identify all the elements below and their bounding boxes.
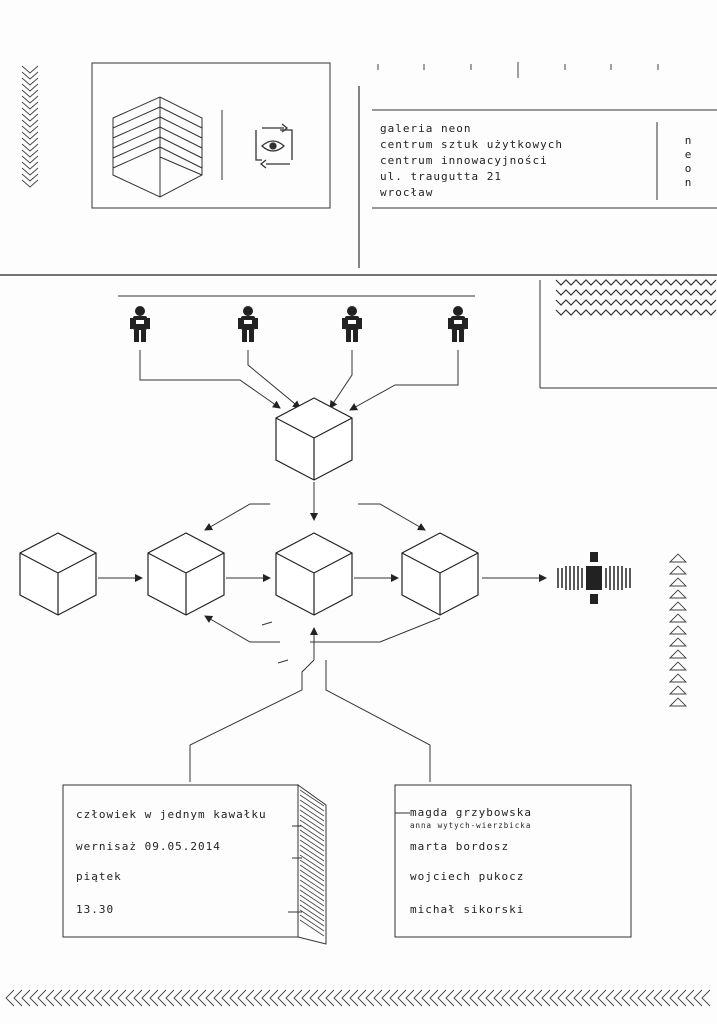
gallery-city: wrocław	[380, 186, 434, 199]
cube-icon	[275, 532, 353, 616]
eye-rotate-icon	[255, 123, 293, 169]
astronaut-icon	[342, 306, 362, 342]
astronaut-icon	[238, 306, 258, 342]
event-title: człowiek w jednym kawałku	[76, 808, 267, 821]
astronaut-icon	[130, 306, 150, 342]
gallery-line: centrum sztuk użytkowych	[380, 138, 563, 151]
cube-icon	[147, 532, 225, 616]
cube-icon	[275, 397, 353, 481]
chevron-strip-left	[21, 65, 39, 188]
event-time: 13.30	[76, 903, 115, 916]
cube-icon	[19, 532, 97, 616]
satellite-icon	[557, 552, 631, 604]
triangle-strip-right	[668, 553, 688, 707]
striped-cube-icon	[112, 96, 203, 198]
astronaut-icon	[448, 306, 468, 342]
artist-name: marta bordosz	[410, 840, 510, 853]
artist-name: michał sikorski	[410, 903, 525, 916]
event-opening: wernisaż 09.05.2014	[76, 840, 221, 853]
artist-name: anna wytych-wierzbicka	[410, 821, 532, 830]
artist-name: magda grzybowska	[410, 806, 532, 819]
gallery-address: ul. traugutta 21	[380, 170, 502, 183]
zigzag-pattern	[555, 279, 717, 316]
vertical-letter: o	[684, 162, 692, 175]
gallery-name: galeria neon	[380, 122, 472, 135]
event-day: piątek	[76, 870, 122, 883]
gallery-line: centrum innowacyjności	[380, 154, 548, 167]
artist-name: wojciech pukocz	[410, 870, 525, 883]
vertical-letter: n	[684, 134, 692, 147]
chevron-strip-bottom	[5, 989, 711, 1007]
vertical-letter: e	[684, 148, 692, 161]
cube-icon	[401, 532, 479, 616]
vertical-letter: n	[684, 176, 692, 189]
